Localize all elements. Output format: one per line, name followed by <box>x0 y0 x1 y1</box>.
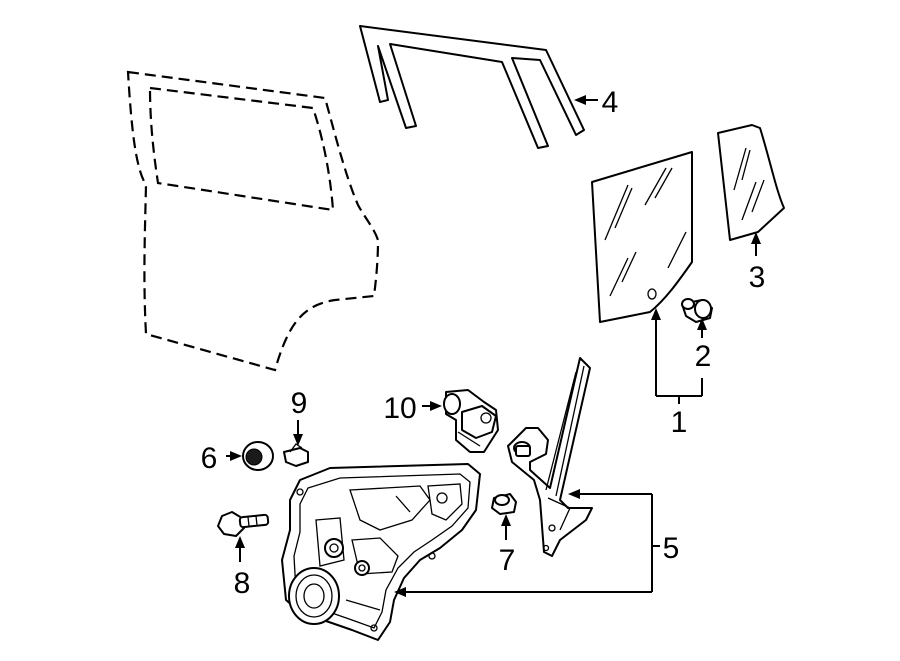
part-2-glass-fastener <box>681 298 713 323</box>
leader-lines <box>226 95 761 597</box>
part-5-regulator-carrier-panel <box>281 463 481 641</box>
callout-4: 4 <box>602 86 619 119</box>
callout-1: 1 <box>671 406 688 439</box>
door-outline <box>126 70 380 372</box>
part-7-fastener <box>491 493 517 515</box>
part-5-window-regulator-track <box>507 357 593 557</box>
part-10-window-motor <box>443 389 499 453</box>
callout-labels: 1 2 3 4 5 6 7 8 9 10 <box>201 86 766 600</box>
callout-3: 3 <box>749 261 766 294</box>
part-9-clip <box>283 443 309 467</box>
callout-7: 7 <box>499 544 516 577</box>
callout-9: 9 <box>291 387 308 420</box>
callout-10: 10 <box>383 392 416 425</box>
callout-6: 6 <box>201 442 218 475</box>
callout-2: 2 <box>695 340 712 373</box>
part-6-grommet <box>242 441 274 471</box>
callout-8: 8 <box>234 567 251 600</box>
part-8-bolt <box>217 511 270 537</box>
part-4-glass-run-channel <box>359 25 585 149</box>
part-1-door-glass <box>591 151 693 323</box>
part-3-quarter-glass <box>717 124 785 241</box>
callout-5: 5 <box>663 532 680 565</box>
